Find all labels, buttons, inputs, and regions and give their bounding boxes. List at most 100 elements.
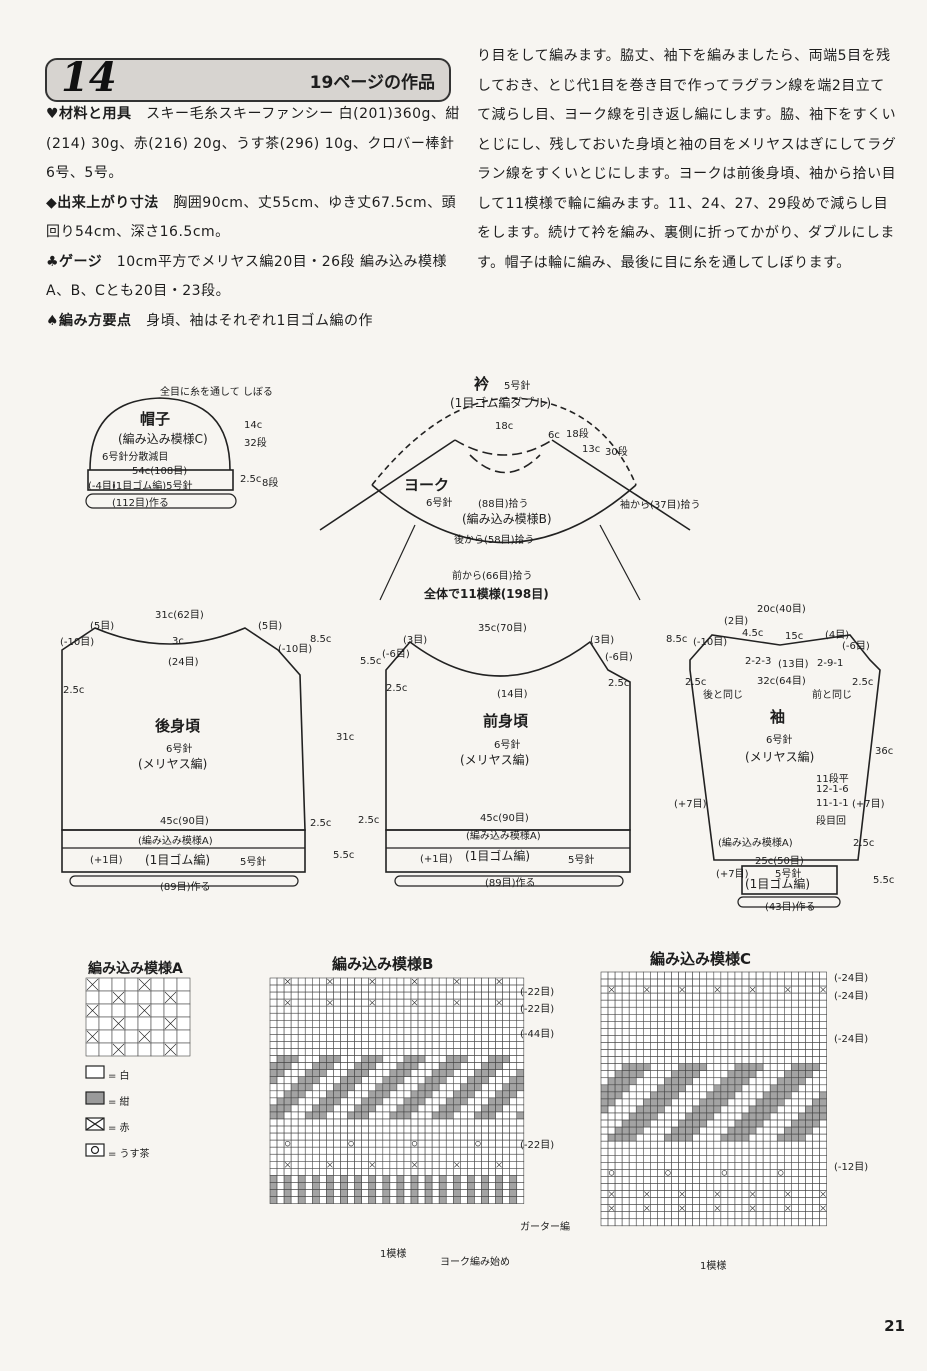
sleeve-left-top: (2目) xyxy=(724,616,749,627)
gauge: ♣ゲージ 10cm平方でメリヤス編20目・26段 編み込み模様A、B、Cとも20… xyxy=(46,253,448,300)
yoke-title: ヨーク xyxy=(404,476,450,494)
back-neck-stitches: (24目) xyxy=(168,657,199,668)
back-stitch: (メリヤス編) xyxy=(138,757,208,771)
hat-outline xyxy=(89,397,231,471)
sleeve-h15: 15c xyxy=(785,631,804,642)
front-rib-label: (1目ゴム編) xyxy=(465,849,530,863)
sleeve-rib-height: 2.5c xyxy=(853,838,875,849)
chart-b-note-1: (-22目) xyxy=(520,987,555,998)
hat-rows-2: 8段 xyxy=(262,478,279,489)
front-band-width: 45c(90目) xyxy=(480,813,529,824)
back-side-5: (5目) xyxy=(90,621,115,632)
front-needle: 6号針 xyxy=(494,740,521,751)
sleeve-inc-3: 11-1-1 xyxy=(816,798,849,809)
chart-b-note-2: (-22目) xyxy=(520,1004,555,1015)
chart-b-garter: ガーター編 xyxy=(520,1222,570,1233)
sleeve-inc-2: 12-1-6 xyxy=(816,784,849,795)
sleeve-rib xyxy=(741,865,838,895)
front-body-title: 前身頃 xyxy=(483,712,529,730)
yoke-pick-88: (88目)拾う xyxy=(478,499,529,510)
sleeve-stitch: (メリヤス編) xyxy=(745,750,815,764)
front-side-3: (3目) xyxy=(403,635,428,646)
yoke-needle: 6号針 xyxy=(426,498,453,509)
hat-height-2: 2.5c xyxy=(240,474,262,485)
instructions-continued: り目をして編みます。脇丈、袖下を編みましたら、両端5目を残しておき、とじ代1目を… xyxy=(477,48,897,271)
back-side-5-right: (5目) xyxy=(258,621,283,632)
collar-dash-2 xyxy=(469,454,541,474)
sleeve-width: 32c(64目) xyxy=(757,676,806,687)
back-inc: (+1目) xyxy=(90,855,123,866)
sleeve-pattern-a: (編み込み模様A) xyxy=(718,838,793,849)
materials: ♥材料と用具 スキー毛糸スキーファンシー 白(201)360g、紺(214) 3… xyxy=(46,106,460,181)
hat-note: 全目に糸を通して しぼる xyxy=(160,387,273,398)
back-side-10: (-10目) xyxy=(60,637,95,648)
sleeve-back-same: 後と同じ xyxy=(703,690,743,701)
hat-side: (-4目) xyxy=(88,481,116,492)
front-top-width: 35c(70目) xyxy=(478,623,527,634)
sleeve-hem-height: 5.5c xyxy=(873,875,895,886)
hat-cast-on xyxy=(85,493,237,509)
sleeve-plus7-right: (+7目) xyxy=(852,799,885,810)
back-pattern-a: (編み込み模様A) xyxy=(138,836,213,847)
chart-b-grid xyxy=(269,977,525,1204)
sleeve-band-width: 25c(50目) xyxy=(755,856,804,867)
sleeve-plus7b: (+7目) xyxy=(716,869,749,880)
front-side-6: (-6目) xyxy=(382,649,410,660)
sleeve-rib-needle: 5号針 xyxy=(775,869,802,880)
back-edge-width: 2.5c xyxy=(63,685,85,696)
front-rib-height: 2.5c xyxy=(358,815,380,826)
hat-title: 帽子 xyxy=(140,410,171,428)
back-side-height: 8.5c xyxy=(310,634,332,645)
raglan-left xyxy=(319,439,456,531)
page-number: 21 xyxy=(884,1317,905,1335)
sleeve-plus7-left: (+7目) xyxy=(674,799,707,810)
back-top-width: 31c(62目) xyxy=(155,610,204,621)
sleeve-left-10: (-10目) xyxy=(693,637,728,648)
pattern-number: 14 xyxy=(61,54,117,101)
back-band-width: 45c(90目) xyxy=(160,816,209,827)
front-inc: (+1目) xyxy=(420,854,453,865)
front-mid-height: 31c xyxy=(336,732,355,743)
sleeve-dec-left: 2-2-3 xyxy=(745,656,772,667)
back-rib-height: 2.5c xyxy=(310,818,332,829)
chart-c-grid xyxy=(600,971,827,1227)
sleeve-h45: 4.5c xyxy=(742,628,764,639)
front-stitch: (メリヤス編) xyxy=(460,753,530,767)
chart-c-note-3: (-24目) xyxy=(834,1034,869,1045)
sleeve-dec-right: 2-9-1 xyxy=(817,658,844,669)
sleeve-right-6: (-6目) xyxy=(842,641,870,652)
sleeve-title: 袖 xyxy=(770,708,786,726)
sleeve-inc-4: 段目回 xyxy=(816,816,846,827)
front-edge-width-right: 2.5c xyxy=(608,678,630,689)
chart-b-note-3: (-44目) xyxy=(520,1029,555,1040)
pattern-header: 14 19ページの作品 xyxy=(45,54,451,102)
chart-c-repeat: 1模様 xyxy=(700,1261,727,1272)
collar-dash xyxy=(454,439,553,456)
sleeve-needle: 6号針 xyxy=(766,735,793,746)
yoke-pattern: (編み込み模様B) xyxy=(462,512,552,526)
front-rib-needle: 5号針 xyxy=(568,855,595,866)
front-rib xyxy=(385,829,631,873)
sleeve-top-width: 20c(40目) xyxy=(757,604,806,615)
yoke-sleeve-pick: 袖から(37目)拾う xyxy=(620,500,701,511)
sleeve-edge-right: 2.5c xyxy=(852,677,874,688)
legend-navy: = 紺 xyxy=(108,1097,130,1108)
yoke-right-rows: 30段 xyxy=(605,447,628,458)
hat-pattern: (編み込み模様C) xyxy=(118,432,208,446)
front-pattern-a: (編み込み模様A) xyxy=(466,831,541,842)
yoke-total: 全体で11模様(198目) xyxy=(424,587,549,601)
chart-b-note-4: (-22目) xyxy=(520,1140,555,1151)
hat-rows-1: 32段 xyxy=(244,438,267,449)
collar-rows: 18段 xyxy=(566,429,589,440)
chart-b-title: 編み込み模様B xyxy=(332,955,434,973)
collar-needle: 5号針 xyxy=(504,381,531,392)
chart-c-note-1: (-24目) xyxy=(834,973,869,984)
chart-c-note-2: (-24目) xyxy=(834,991,869,1002)
legend-white: = 白 xyxy=(108,1071,130,1082)
chart-c-title: 編み込み模様C xyxy=(650,950,752,968)
back-body-title: 後身頃 xyxy=(155,717,201,735)
hat-cast: (112目)作る xyxy=(112,498,169,509)
work-reference: 19ページの作品 xyxy=(309,73,435,93)
